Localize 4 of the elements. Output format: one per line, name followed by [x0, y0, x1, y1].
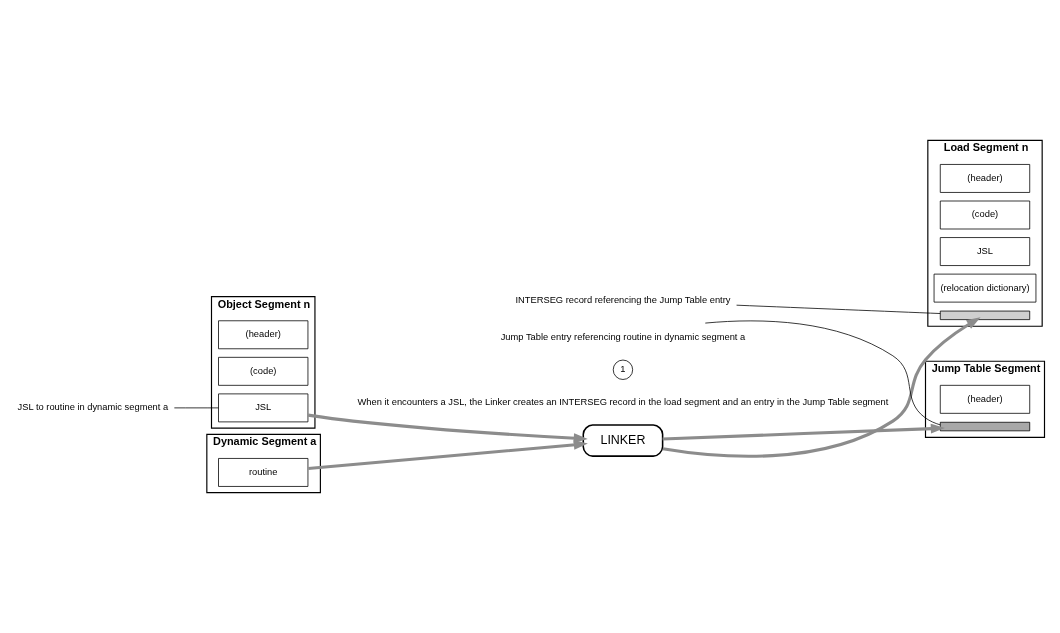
node-text: JSL to routine in dynamic segment a — [17, 402, 169, 413]
label: When it encounters a JSL, the Linker creates an INTERSEG record in the load segment and an entry in the Jump Table segment — [357, 396, 889, 407]
node-text: INTERSEG record referencing the Jump Table entry — [515, 294, 731, 305]
node-text: Jump Table entry referencing routine in dynamic segment a — [500, 331, 746, 342]
